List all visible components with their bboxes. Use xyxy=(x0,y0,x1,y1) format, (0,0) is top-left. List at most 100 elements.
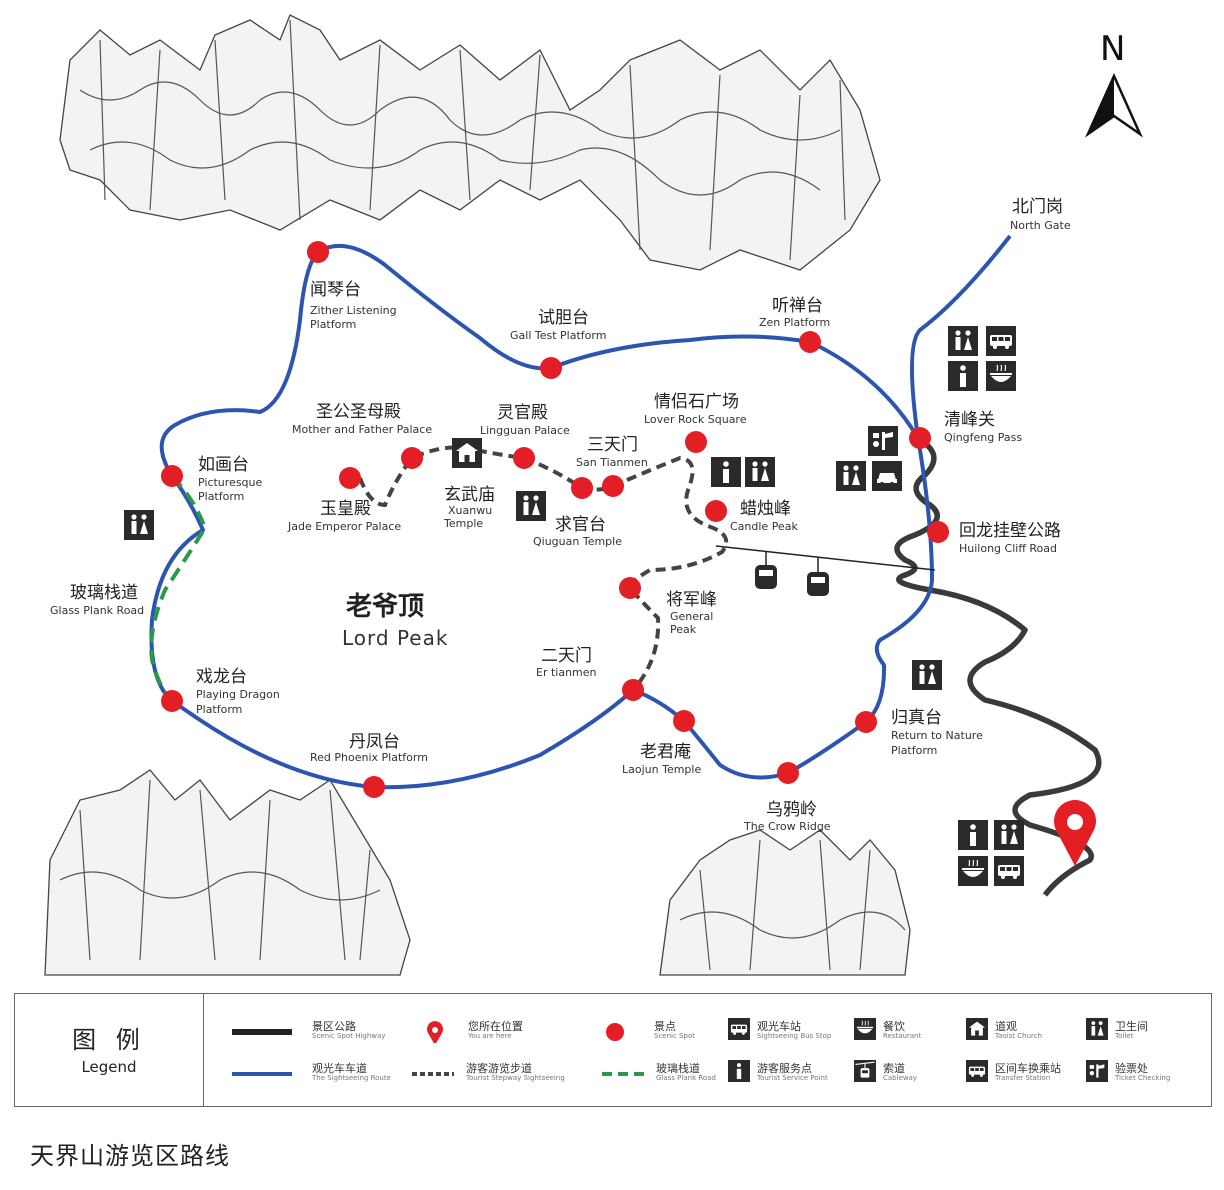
spot-ruhuatai[interactable] xyxy=(161,465,183,487)
svg-text:Qingfeng Pass: Qingfeng Pass xyxy=(944,431,1022,444)
svg-text:N: N xyxy=(1100,29,1125,69)
svg-text:玉皇殿: 玉皇殿 xyxy=(320,499,371,519)
legend-label: 索道 xyxy=(883,1062,905,1075)
svg-text:灵官殿: 灵官殿 xyxy=(497,403,548,423)
glass-plank-line-icon xyxy=(602,1072,644,1076)
svg-text:Glass Plank Road: Glass Plank Road xyxy=(50,604,144,617)
svg-text:Platform: Platform xyxy=(891,744,937,757)
svg-text:Mother and Father Palace: Mother and Father Palace xyxy=(292,423,432,436)
legend-item-spot: 景点 Scenic Spot xyxy=(600,1018,720,1046)
legend-item-toilet: 卫生间 Toilet xyxy=(1085,1018,1195,1046)
svg-text:将军峰: 将军峰 xyxy=(666,590,717,610)
mountain-sketch-bottom-center xyxy=(659,829,911,976)
spot-xilongtai[interactable] xyxy=(161,690,183,712)
svg-text:Temple: Temple xyxy=(443,517,483,530)
you-are-here-pin-icon[interactable] xyxy=(1053,800,1096,866)
svg-text:Xuanwu: Xuanwu xyxy=(448,504,492,517)
spot-jiangjunfeng[interactable] xyxy=(619,577,641,599)
spot-wenqintai[interactable] xyxy=(307,241,329,263)
legend-label: 验票处 xyxy=(1115,1062,1148,1075)
svg-text:Candle Peak: Candle Peak xyxy=(730,520,798,533)
spot-tingchantai[interactable] xyxy=(799,331,821,353)
spot-danfengtai[interactable] xyxy=(363,776,385,798)
location-pin-icon xyxy=(427,1021,443,1043)
spot-huilong[interactable] xyxy=(927,521,949,543)
info-icon xyxy=(948,361,978,391)
svg-text:San Tianmen: San Tianmen xyxy=(576,456,648,469)
bus-stop-icon xyxy=(994,856,1024,886)
spot-guizhentai[interactable] xyxy=(855,711,877,733)
spot-wuyaling[interactable] xyxy=(777,762,799,784)
svg-text:老君庵: 老君庵 xyxy=(640,742,691,762)
svg-text:回龙挂壁公路: 回龙挂壁公路 xyxy=(959,521,1061,541)
legend-item-service: 游客服务点 Tourist Service Point xyxy=(727,1060,847,1088)
spot-qiuguan-1[interactable] xyxy=(571,477,593,499)
legend-item-hiking: 游客游览步道 Tourist Stepway Sightseeing xyxy=(410,1060,590,1088)
legend-item-location: 您所在位置 You are here xyxy=(420,1018,570,1046)
legend-item-temple: 道观 Taoist Church xyxy=(965,1018,1075,1046)
toilet-icon xyxy=(124,510,154,540)
spot-lingguan[interactable] xyxy=(513,447,535,469)
svg-text:听禅台: 听禅台 xyxy=(772,296,823,316)
legend-item-highway: 景区公路 Scenic Spot Highway xyxy=(230,1018,410,1046)
legend-label: 卫生间 xyxy=(1115,1020,1148,1033)
svg-text:General: General xyxy=(670,610,713,623)
svg-text:Platform: Platform xyxy=(196,703,242,716)
svg-text:The Crow Ridge: The Crow Ridge xyxy=(743,820,831,833)
svg-text:Laojun Temple: Laojun Temple xyxy=(622,763,701,776)
spot-shenggong[interactable] xyxy=(401,447,423,469)
mountain-sketch-bottom-left xyxy=(44,769,411,976)
spot-qiuguan-2[interactable] xyxy=(602,475,624,497)
mountain-sketch-top xyxy=(59,14,881,271)
info-icon xyxy=(728,1060,750,1082)
svg-text:试胆台: 试胆台 xyxy=(538,308,589,328)
legend-sublabel: Restaurant xyxy=(883,1032,922,1040)
legend-sublabel: Ticket Checking xyxy=(1115,1074,1171,1082)
scenic-highway-route xyxy=(894,437,1102,897)
svg-text:Red Phoenix Platform: Red Phoenix Platform xyxy=(310,751,428,764)
toilet-icon xyxy=(836,461,866,491)
spot-ertianmen[interactable] xyxy=(622,679,644,701)
ticket-check-icon xyxy=(1086,1060,1108,1082)
legend-sublabel: Scenic Spot xyxy=(654,1032,695,1040)
transfer-bus-icon xyxy=(966,1060,988,1082)
spot-lazhufeng[interactable] xyxy=(705,500,727,522)
svg-text:Lingguan Palace: Lingguan Palace xyxy=(480,424,570,437)
legend-item-cableway: 索道 Cableway xyxy=(853,1060,953,1088)
toilet-icon xyxy=(516,491,546,521)
svg-text:闻琴台: 闻琴台 xyxy=(310,280,361,300)
legend-sublabel: Scenic Spot Highway xyxy=(312,1032,386,1040)
svg-text:二天门: 二天门 xyxy=(541,646,592,666)
toilet-icon xyxy=(745,457,775,487)
toilet-icon xyxy=(912,660,942,690)
svg-text:Huilong Cliff Road: Huilong Cliff Road xyxy=(959,542,1057,555)
spot-shidantai[interactable] xyxy=(540,357,562,379)
spot-laojunan[interactable] xyxy=(673,710,695,732)
image-caption: 天界山游览区路线 xyxy=(30,1142,230,1170)
legend-item-bus-stop: 观光车站 Sightseeing Bus Stop xyxy=(727,1018,847,1046)
svg-text:求官台: 求官台 xyxy=(555,515,606,535)
legend-sublabel: Transfer Station xyxy=(995,1074,1051,1082)
svg-text:玄武庙: 玄武庙 xyxy=(444,485,495,505)
spot-qingfengguan[interactable] xyxy=(909,427,931,449)
spot-yuhuangdian[interactable] xyxy=(339,467,361,489)
legend-item-glass: 玻璃栈道 Glass Plank Road xyxy=(600,1060,730,1088)
transfer-car-icon xyxy=(872,461,902,491)
legend-label: 区间车换乘站 xyxy=(995,1062,1061,1075)
spot-qinglvshi[interactable] xyxy=(685,431,707,453)
